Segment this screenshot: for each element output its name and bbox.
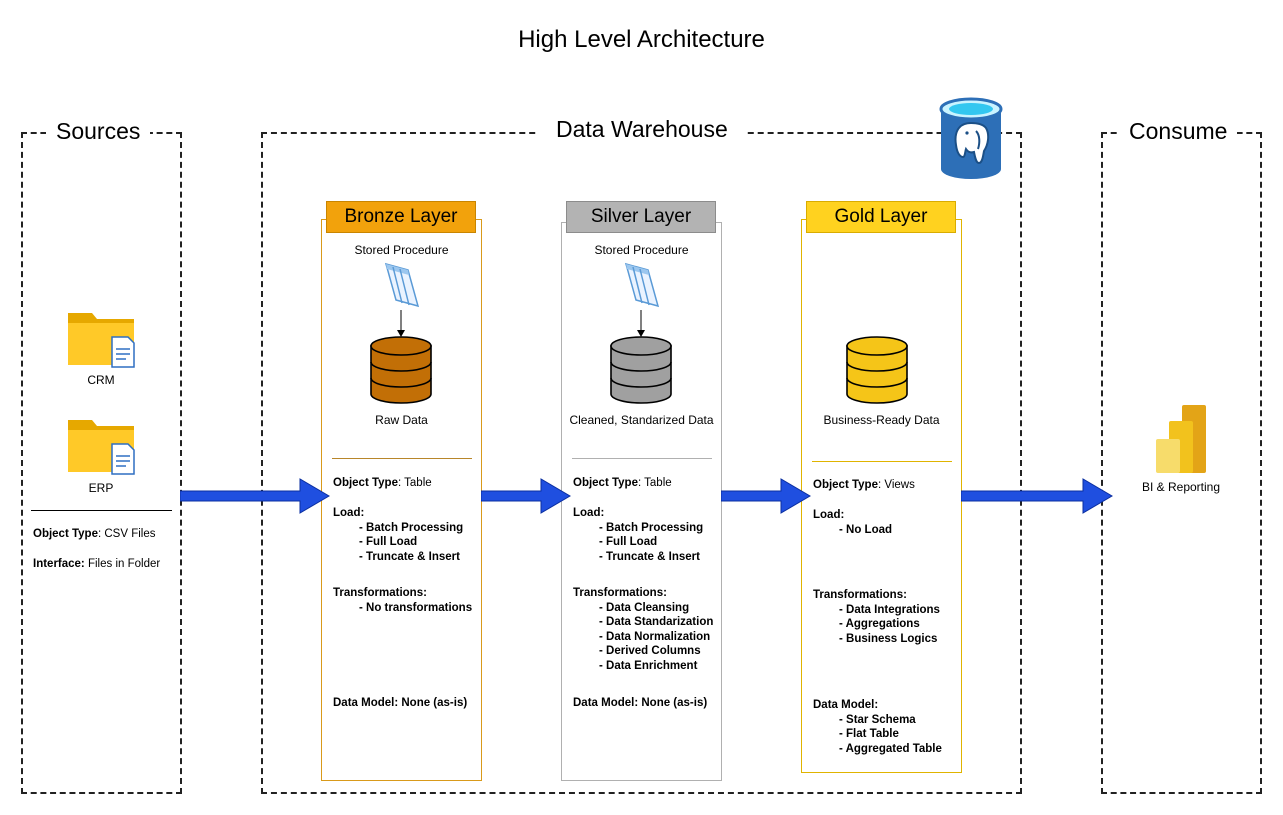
diagram-title: High Level Architecture — [518, 26, 765, 53]
gold-transform-item: - Business Logics — [839, 632, 938, 645]
crm-folder-icon — [68, 313, 135, 368]
silver-load-section: Load: - Batch Processing - Full Load - T… — [573, 506, 703, 564]
gold-database-icon — [846, 336, 908, 404]
gold-load-section: Load: - No Load — [813, 508, 892, 537]
gold-layer-header: Gold Layer — [806, 201, 956, 233]
bronze-load-item: - Full Load — [359, 536, 418, 548]
bronze-database-icon — [370, 336, 432, 404]
gold-object-type: Object Type: Views — [813, 478, 915, 493]
flow-arrow-silver-to-gold — [721, 478, 811, 514]
bronze-layer-header: Bronze Layer — [326, 201, 476, 233]
gold-transform-key: Transformations: — [813, 589, 907, 601]
bi-reporting-label: BI & Reporting — [1141, 480, 1221, 494]
gold-transform-item: - Data Integrations — [839, 603, 940, 616]
erp-folder-icon — [68, 420, 135, 475]
bronze-object-type-key: Object Type — [333, 477, 398, 489]
gold-divider — [812, 461, 952, 462]
bronze-transform-item: - No transformations — [359, 601, 473, 614]
bronze-stored-procedure-label: Stored Procedure — [354, 243, 449, 257]
power-bi-icon — [1156, 405, 1206, 473]
silver-transform-item: - Data Normalization — [599, 630, 711, 643]
gold-load-key: Load: — [813, 509, 845, 521]
gold-load-item: - No Load — [839, 523, 893, 536]
gold-data-model-item: - Star Schema — [839, 713, 916, 726]
silver-transform-section: Transformations: - Data Cleansing - Data… — [573, 586, 713, 673]
bronze-transform-section: Transformations: - No transformations — [333, 586, 472, 615]
gold-data-model-key: Data Model: — [813, 699, 879, 711]
silver-load-item: - Full Load — [599, 536, 658, 548]
warehouse-region-label: Data Warehouse — [538, 116, 746, 143]
gold-data-model-item: - Aggregated Table — [839, 742, 942, 755]
silver-db-caption: Cleaned, Standarized Data — [569, 413, 714, 427]
silver-object-type-key: Object Type — [573, 477, 638, 489]
flow-arrow-gold-to-consume — [961, 478, 1113, 514]
silver-load-item: - Batch Processing — [599, 521, 704, 534]
consume-region-label: Consume — [1119, 118, 1238, 145]
crm-label: CRM — [87, 373, 115, 387]
bronze-stored-procedure-icon — [384, 262, 420, 308]
silver-stored-procedure-icon — [624, 262, 660, 308]
silver-divider — [572, 458, 712, 459]
gold-object-type-value: : Views — [877, 479, 915, 491]
erp-label: ERP — [88, 481, 114, 495]
silver-data-model: Data Model: None (as-is) — [573, 697, 708, 709]
bronze-object-type: Object Type: Table — [333, 476, 432, 491]
bronze-data-model: Data Model: None (as-is) — [333, 697, 468, 709]
gold-transform-section: Transformations: - Data Integrations - A… — [813, 588, 940, 646]
sources-interface: Interface: Files in Folder — [33, 558, 160, 570]
sources-interface-key: Interface: — [33, 558, 85, 570]
flow-arrow-bronze-to-silver — [481, 478, 571, 514]
gold-data-model-section: Data Model: - Star Schema - Flat Table -… — [813, 698, 942, 756]
postgresql-icon — [939, 97, 1003, 179]
silver-transform-key: Transformations: — [573, 587, 667, 599]
silver-load-item: - Truncate & Insert — [599, 550, 700, 563]
gold-db-caption: Business-Ready Data — [823, 413, 940, 427]
silver-stored-procedure-label: Stored Procedure — [594, 243, 689, 257]
gold-data-model-item: - Flat Table — [839, 728, 899, 740]
gold-transform-item: - Aggregations — [839, 618, 920, 630]
sources-interface-value: Files in Folder — [84, 558, 161, 570]
sources-object-type-key: Object Type — [33, 528, 98, 540]
bronze-load-item: - Batch Processing — [359, 521, 464, 534]
bronze-procedure-arrow — [397, 310, 405, 337]
silver-transform-item: - Data Cleansing — [599, 601, 690, 614]
silver-object-type-value: : Table — [637, 477, 672, 489]
bronze-db-caption: Raw Data — [375, 413, 428, 427]
flow-arrow-sources-to-bronze — [180, 478, 330, 514]
bronze-load-key: Load: — [333, 507, 365, 519]
bronze-load-item: - Truncate & Insert — [359, 550, 460, 563]
silver-procedure-arrow — [637, 310, 645, 337]
bronze-transform-key: Transformations: — [333, 587, 427, 599]
silver-transform-item: - Derived Columns — [599, 645, 701, 657]
silver-transform-item: - Data Standarization — [599, 616, 714, 628]
gold-layer-card: Business-Ready Data Object Type: Views L… — [801, 219, 962, 773]
sources-object-type-value: : CSV Files — [97, 528, 156, 540]
silver-layer-header: Silver Layer — [566, 201, 716, 233]
sources-region-label: Sources — [46, 118, 151, 145]
bronze-object-type-value: : Table — [397, 477, 432, 489]
silver-database-icon — [610, 336, 672, 404]
sources-object-type: Object Type: CSV Files — [33, 528, 155, 540]
silver-transform-item: - Data Enrichment — [599, 659, 698, 672]
bronze-load-section: Load: - Batch Processing - Full Load - T… — [333, 506, 463, 564]
silver-load-key: Load: — [573, 507, 605, 519]
sources-divider — [31, 510, 172, 511]
bronze-divider — [332, 458, 472, 459]
gold-object-type-key: Object Type — [813, 479, 878, 491]
silver-object-type: Object Type: Table — [573, 476, 672, 491]
